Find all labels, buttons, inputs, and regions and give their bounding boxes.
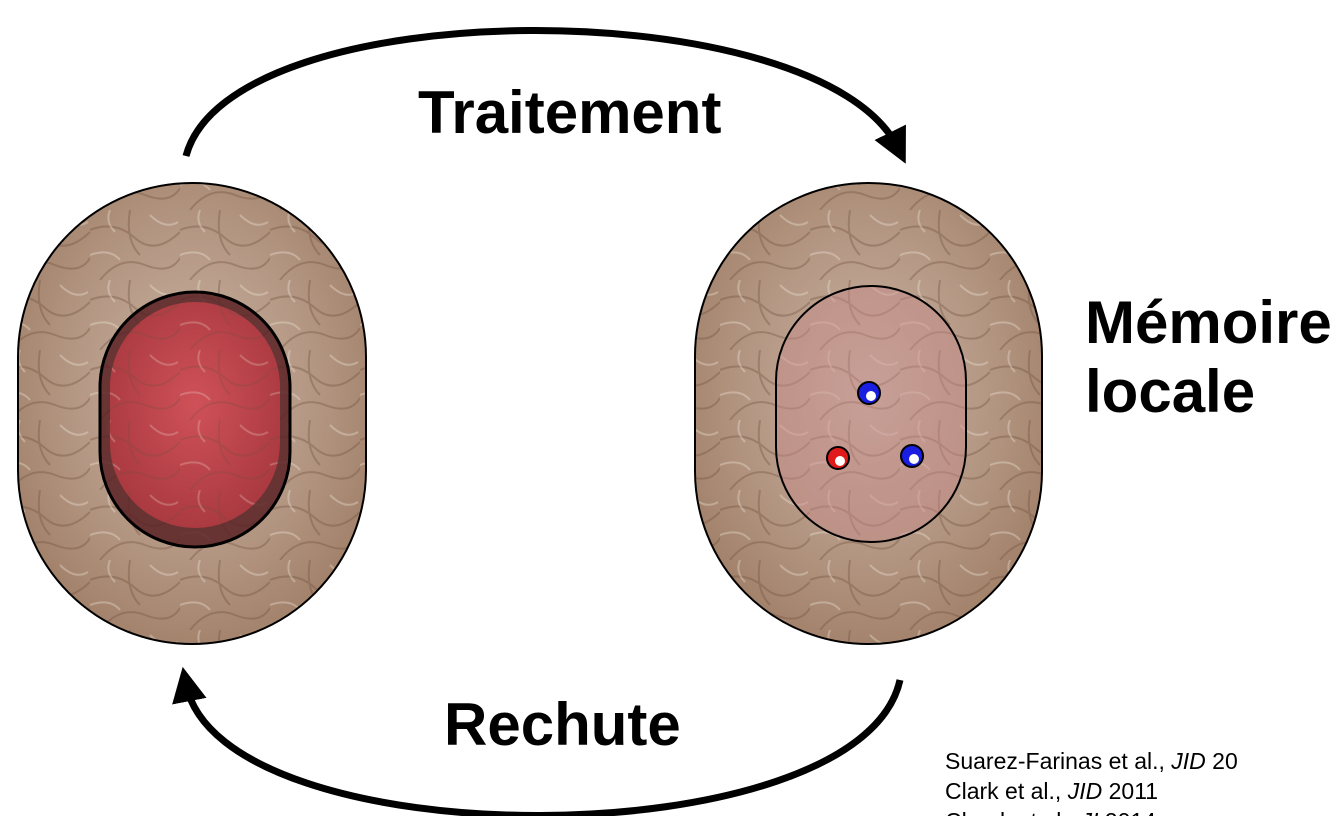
local-memory-label-line1: Mémoire bbox=[1085, 288, 1332, 357]
memory-cell-blue bbox=[901, 445, 923, 467]
memory-cell-red bbox=[827, 447, 849, 469]
psoriasis-plaque bbox=[100, 292, 290, 547]
reference-item: Cheuk et al., JI 2014 bbox=[945, 806, 1344, 816]
relapse-label: Rechute bbox=[444, 690, 681, 759]
resolved-lesion-area bbox=[776, 286, 966, 542]
references: Suarez-Farinas et al., JID 20 Clark et a… bbox=[945, 746, 1344, 816]
treatment-label: Traitement bbox=[418, 78, 721, 147]
reference-item: Clark et al., JID 2011 bbox=[945, 776, 1344, 806]
local-memory-label: Mémoire locale bbox=[1085, 288, 1332, 426]
reference-item: Suarez-Farinas et al., JID 20 bbox=[945, 746, 1344, 776]
local-memory-label-line2: locale bbox=[1085, 357, 1332, 426]
memory-cell-blue bbox=[858, 382, 880, 404]
